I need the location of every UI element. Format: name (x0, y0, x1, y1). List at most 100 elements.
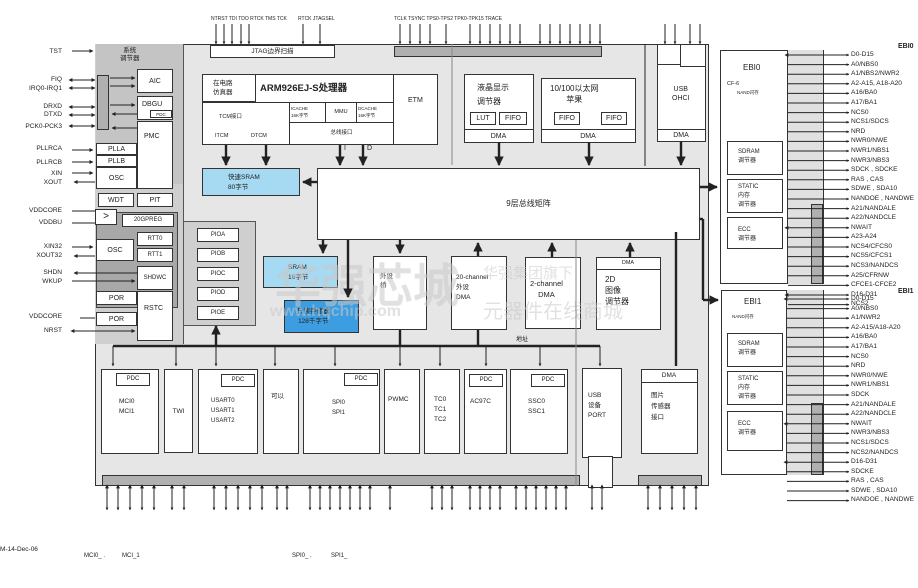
lcd-lut: LUT (470, 112, 496, 125)
pin-irq: IRQ0-IRQ1 (29, 85, 62, 92)
ebi-pin-label: NWR3/NBS3 (851, 156, 890, 164)
pin-xout: XOUT (43, 179, 62, 186)
etm-pins-label: TCLK TSYNC TPS0-TPS2 TPK0-TPK15 TRACE (394, 16, 502, 22)
osc32-block: OSC (96, 239, 134, 261)
sys-pin-mux (97, 75, 109, 130)
ebi-pin-label: A22/NANDCLE (851, 410, 897, 418)
ebi-pin-label: D16-D31 (851, 290, 878, 298)
pin-dtxd: DTXD (44, 111, 62, 118)
por1-block: POR (96, 291, 137, 305)
ebi-pin-label: A1/NBS2/NWR2 (851, 70, 900, 78)
ebi1-label: EBI1 (898, 288, 914, 295)
mci-pdc: PDC (116, 373, 150, 386)
tc-block: TC0 TC1 TC2 (424, 369, 460, 454)
aic-block: AIC (137, 69, 173, 93)
pio-pioe: PIOE (197, 306, 239, 320)
ac97-pdc: PDC (469, 374, 503, 387)
ebi-pin-label: NANDOE , NANDWE (851, 194, 915, 202)
dbgu-pdc: PDC (150, 110, 172, 118)
pin-wkup: WKUP (42, 278, 62, 285)
jtag-sel-label: RTCK JTAGSEL (298, 16, 335, 22)
pin-xin32: XIN32 (43, 243, 62, 250)
osc-block: OSC (96, 167, 137, 189)
ebi-pin-label: A16/BA0 (851, 89, 878, 97)
usb-device-transceiver (588, 456, 613, 488)
ebi-pin-label: NCS5/CFCS1 (851, 252, 893, 260)
ebi-pin-label: NWR1/NBS1 (851, 146, 890, 154)
i-bus-label: I (344, 145, 346, 152)
internal-sram: SRAM 16字节 (263, 256, 338, 288)
ebi1-static: STATIC 内存 调节器 (727, 371, 783, 405)
ebi-pin-label: NANDOE , NANDWE (851, 496, 915, 504)
plla-block: PLLA (96, 143, 137, 155)
pin-pck: PCK0-PCK3 (25, 123, 62, 130)
ebi1-ecc: ECC 调节器 (727, 411, 783, 451)
ebi-pin-label: CFCE1-CFCE2 (851, 281, 897, 289)
pio-label: PIOC (210, 270, 226, 277)
ebi-pin-label: A0/NBS0 (851, 60, 879, 68)
gpreg-block: 20GPREG (122, 214, 174, 227)
pllb-block: PLLB (96, 155, 137, 167)
jtag-boundary-scan: JTAG边界扫描 (210, 45, 335, 58)
ebi-pin-label: NCS0 (851, 352, 869, 360)
ebi-pin-label: NCS3/NANDCS (851, 262, 899, 270)
usb-ohci-port-b (680, 43, 706, 67)
usart-pdc: PDC (221, 374, 255, 387)
emac-fifo-1: FIFO (554, 112, 580, 125)
ebi-pin-label: SDCK , SDCKE (851, 166, 898, 174)
pin-nrst: NRST (44, 327, 62, 334)
pwmc-block: PWMC (384, 369, 420, 454)
bus-matrix: 9层总线矩阵 (317, 168, 700, 240)
2d-dma: DMA (595, 256, 661, 270)
ebi0-label: EBI0 (898, 43, 914, 50)
ebi0-ecc: ECC 调节器 (727, 217, 783, 249)
ebi-pin-label: A22/NANDCLE (851, 214, 897, 222)
ebi-pin-label: A25/CFRNW (851, 271, 890, 279)
por2-block: POR (96, 312, 137, 326)
ebi-pin-label: A23-A24 (851, 233, 877, 241)
ebi-pin-label: NCS2/NANDCS (851, 448, 899, 456)
isi-dma: DMA (640, 368, 698, 383)
bottom-label-spi0: SPI0_ . (292, 553, 312, 559)
d-bus-label: D (367, 145, 373, 152)
ebi-pin-label: A17/BA1 (851, 342, 878, 350)
ebi-pin-label: NCS2 (851, 300, 869, 308)
pit-block: PIT (137, 193, 173, 207)
ebi-pin-label: NCS1/SDCS (851, 118, 889, 126)
ebi-pin-label: NWR3/NBS3 (851, 429, 890, 437)
ebi-pin-label: NCS0 (851, 108, 869, 116)
address-label: 地址 (516, 337, 529, 343)
ebi-pin-label: A2-A15, A18-A20 (851, 79, 902, 87)
ebi-pin-label: RAS , CAS (851, 477, 884, 485)
bottom-label-mci1: MCI_1 (122, 553, 140, 559)
vddbu-regulator-icon: > (95, 209, 117, 225)
usb-ohci-dma: DMA (656, 129, 706, 142)
kbd-block: 可以 (263, 369, 299, 454)
pio-label: PIOD (210, 290, 226, 296)
ebi1-sdram: SDRAM 调节器 (727, 333, 783, 367)
pin-vddcore-1: VDDCORE (29, 207, 62, 214)
twi-block: TWI (164, 369, 193, 453)
ebi-pin-label: NWR0/NWE (851, 371, 888, 379)
rstc-block: RSTC (137, 291, 173, 341)
pio-label: PIOB (210, 251, 226, 257)
ebi-pin-label: NRD (851, 127, 866, 135)
ebi-pin-label: SDCK (851, 390, 870, 398)
ebi-pin-label: NWR1/NBS1 (851, 381, 890, 389)
bus-interface: 总线接口 (289, 122, 394, 145)
ebi-pin-label: D0-D15 (851, 295, 874, 302)
pio-piod: PIOD (197, 286, 239, 301)
ebi-pin-label: NRD (851, 362, 866, 370)
ebi1-pin-mux (811, 403, 823, 475)
lcd-fifo: FIFO (499, 112, 527, 125)
emac-fifo-2: FIFO (601, 112, 627, 125)
